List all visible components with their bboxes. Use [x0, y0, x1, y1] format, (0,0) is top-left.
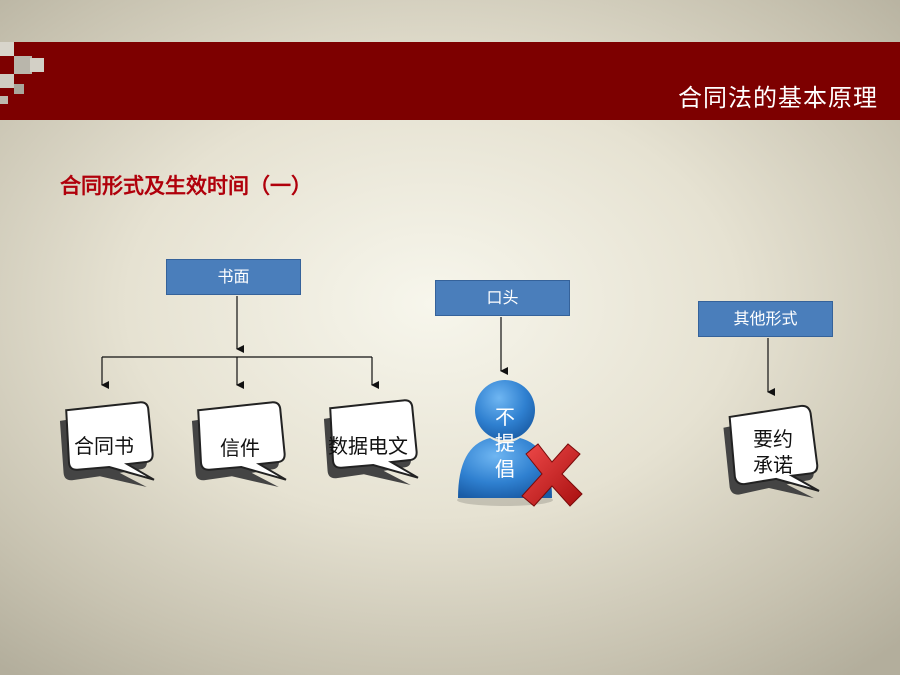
bubble-label-letter: 信件 — [220, 436, 260, 460]
speech-bubble-icon — [723, 404, 820, 499]
person-note: 不 提 倡 — [488, 404, 522, 482]
note-line-1: 不 — [495, 405, 515, 429]
page-title: 合同法的基本原理 — [678, 84, 878, 112]
header-decoration — [30, 58, 44, 72]
header-decoration — [0, 42, 14, 56]
box-other: 其他形式 — [698, 301, 833, 337]
speech-bubble-icon — [59, 401, 155, 488]
box-written: 书面 — [166, 259, 301, 295]
bubble-label-data-message: 数据电文 — [328, 434, 408, 458]
header-bar — [0, 42, 900, 120]
header-decoration — [0, 96, 8, 104]
speech-bubble-icon — [323, 399, 419, 486]
bubble-label-offer-acceptance: 要约 承诺 — [728, 426, 818, 478]
header-decoration — [14, 56, 32, 74]
speech-bubble-icon — [191, 401, 287, 488]
header-decoration — [14, 84, 24, 94]
note-line-3: 倡 — [495, 457, 515, 481]
cross-mark-icon — [521, 443, 583, 507]
bubble-label-contract: 合同书 — [74, 434, 134, 458]
section-subtitle: 合同形式及生效时间（一） — [60, 174, 312, 198]
note-line-2: 提 — [495, 431, 515, 455]
bubble-line-offer: 要约 — [753, 427, 793, 451]
bubble-line-acceptance: 承诺 — [753, 453, 793, 477]
header-decoration — [0, 74, 14, 88]
box-oral: 口头 — [435, 280, 570, 316]
